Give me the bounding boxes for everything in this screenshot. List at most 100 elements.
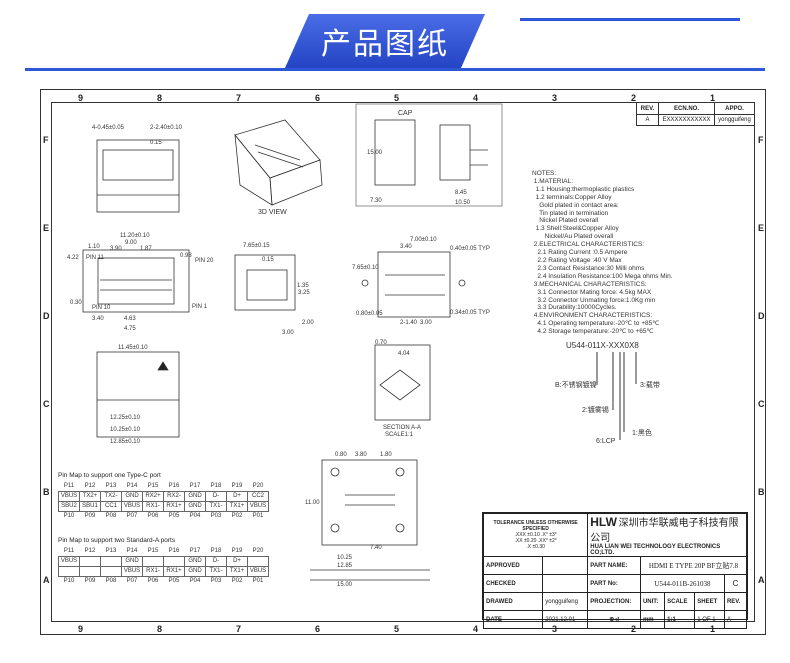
notes: NOTES: 1.MATERIAL: 1.1 Housing:thermopla… bbox=[532, 170, 673, 336]
pin-cell: VBUS bbox=[247, 500, 269, 512]
pin-cell: P06 bbox=[147, 513, 159, 520]
row-marker: D bbox=[43, 311, 50, 321]
pin-cell: D+ bbox=[226, 490, 248, 502]
pin-cell bbox=[79, 565, 101, 577]
pin-cell: P02 bbox=[231, 578, 243, 585]
pin-cell: P04 bbox=[189, 513, 201, 520]
dimension-label: 2-2.40±0.10 bbox=[150, 125, 182, 131]
dimension-label: 7.30 bbox=[370, 198, 382, 204]
pin-cell: VBUS bbox=[58, 555, 80, 567]
pin-cell: SBU1 bbox=[79, 500, 101, 512]
pin-cell: P19 bbox=[231, 482, 243, 489]
checked-label: CHECKED bbox=[482, 574, 544, 593]
row-marker: A bbox=[758, 575, 765, 585]
date: 2021.12.01 bbox=[542, 610, 589, 629]
dimension-label: 11.20±0.10 bbox=[120, 233, 150, 239]
dimension-label: 11.45±0.10 bbox=[118, 345, 148, 351]
column-marker: 5 bbox=[394, 624, 400, 634]
pin-cell: P15 bbox=[147, 547, 159, 554]
column-marker: 6 bbox=[315, 93, 321, 103]
pin-cell: GND bbox=[184, 555, 206, 567]
dimension-label: 1.87 bbox=[140, 246, 152, 252]
part-no-label: PART No: bbox=[587, 574, 641, 593]
dimension-label: 2.00 bbox=[302, 320, 314, 326]
pin-cell: P05 bbox=[168, 578, 180, 585]
pin-cell bbox=[163, 555, 185, 567]
pin-cell: P14 bbox=[126, 482, 138, 489]
tolerance-title: TOLERANCE UNLESS OTHERWISE SPECIFIED bbox=[493, 520, 578, 532]
row-marker: D bbox=[758, 311, 765, 321]
dimension-label: 0.15 bbox=[262, 257, 274, 263]
part-rev: C bbox=[723, 574, 748, 593]
legend-item: B:不锈钢镀镍 bbox=[555, 382, 597, 389]
dimension-label: 3.40 bbox=[400, 244, 412, 250]
rev: A bbox=[723, 610, 748, 629]
side-view bbox=[234, 254, 296, 311]
scale: 1:1 bbox=[664, 610, 696, 629]
pin-cell: P19 bbox=[231, 547, 243, 554]
tol: .XX° ±2° bbox=[537, 538, 557, 544]
column-marker: 1 bbox=[710, 624, 716, 634]
pin-cell: P11 bbox=[63, 547, 75, 554]
dimension-label: 1.35 bbox=[297, 283, 309, 289]
dimension-label: 0.15 bbox=[150, 140, 162, 146]
partcode-leaders bbox=[596, 352, 637, 440]
dimension-label: 9.00 bbox=[125, 240, 137, 246]
pin-cell: P10 bbox=[63, 513, 75, 520]
pin-cell: P10 bbox=[63, 578, 75, 585]
column-marker: 9 bbox=[78, 624, 84, 634]
dimension-label: 0.98 bbox=[180, 253, 192, 259]
dimension-label: 7.65±0.10 bbox=[352, 265, 379, 271]
drawing-frame bbox=[40, 89, 766, 635]
dimension-label: 12.85 bbox=[337, 563, 353, 569]
front-top-view bbox=[96, 139, 180, 213]
pin-cell: RX2+ bbox=[142, 490, 164, 502]
dimension-label: 7.40 bbox=[370, 545, 382, 551]
pin-cell: P16 bbox=[168, 547, 180, 554]
pin-label: PIN 1 bbox=[192, 304, 208, 310]
pin-cell: CC1 bbox=[100, 500, 122, 512]
pin-cell: P07 bbox=[126, 513, 138, 520]
pin-label: PIN 10 bbox=[92, 305, 111, 311]
dimension-label: 10.50 bbox=[455, 200, 471, 206]
pin-cell: P13 bbox=[105, 482, 117, 489]
pin-cell: P20 bbox=[252, 547, 264, 554]
pin-cell: P02 bbox=[231, 513, 243, 520]
cap-label: CAP bbox=[398, 110, 413, 117]
row-marker: A bbox=[43, 575, 50, 585]
pin-cell: GND bbox=[184, 565, 206, 577]
column-marker: 8 bbox=[157, 93, 163, 103]
column-marker: 7 bbox=[236, 624, 242, 634]
pin-cell: TX2- bbox=[100, 490, 122, 502]
column-marker: 3 bbox=[552, 624, 558, 634]
pin-cell: RX1+ bbox=[163, 500, 185, 512]
pin-cell: GND bbox=[121, 555, 143, 567]
pinmap-title: Pin Map to support two Standard-A ports bbox=[58, 537, 176, 544]
row-marker: C bbox=[758, 399, 765, 409]
pin-cell: P12 bbox=[84, 547, 96, 554]
pin-cell: P12 bbox=[84, 482, 96, 489]
column-marker: 5 bbox=[394, 93, 400, 103]
company-en: HUA LIAN WEI TECHNOLOGY ELECTRONICS CO;L… bbox=[590, 544, 721, 556]
legend-item: 1:黑色 bbox=[632, 430, 652, 437]
part-code: U544-011X-XXX0X8 bbox=[566, 341, 639, 350]
pin-cell: TX1+ bbox=[226, 500, 248, 512]
part-no: U544-011B-261038 bbox=[639, 574, 725, 593]
dimension-label: 0.30 bbox=[70, 300, 82, 306]
appo-value: yongguifeng bbox=[714, 114, 755, 126]
scale-label: SCALE1:1 bbox=[385, 432, 414, 438]
company-logo: HLW bbox=[590, 515, 617, 529]
dimension-label: 3.00 bbox=[282, 330, 294, 336]
pin-cell: P15 bbox=[147, 482, 159, 489]
dimension-label: 3.40 bbox=[92, 316, 104, 322]
legend-item: 2:镀雾锡 bbox=[582, 407, 609, 414]
dimension-label: 4.22 bbox=[67, 255, 79, 261]
pin-cell: P08 bbox=[105, 578, 117, 585]
pin-cell: P06 bbox=[147, 578, 159, 585]
dimension-label: 15.00 bbox=[367, 150, 383, 156]
pin-cell: D+ bbox=[226, 555, 248, 567]
rev-label: REV. bbox=[723, 592, 748, 611]
column-marker: 7 bbox=[236, 93, 242, 103]
banner-title: 产品图纸 bbox=[285, 14, 485, 68]
